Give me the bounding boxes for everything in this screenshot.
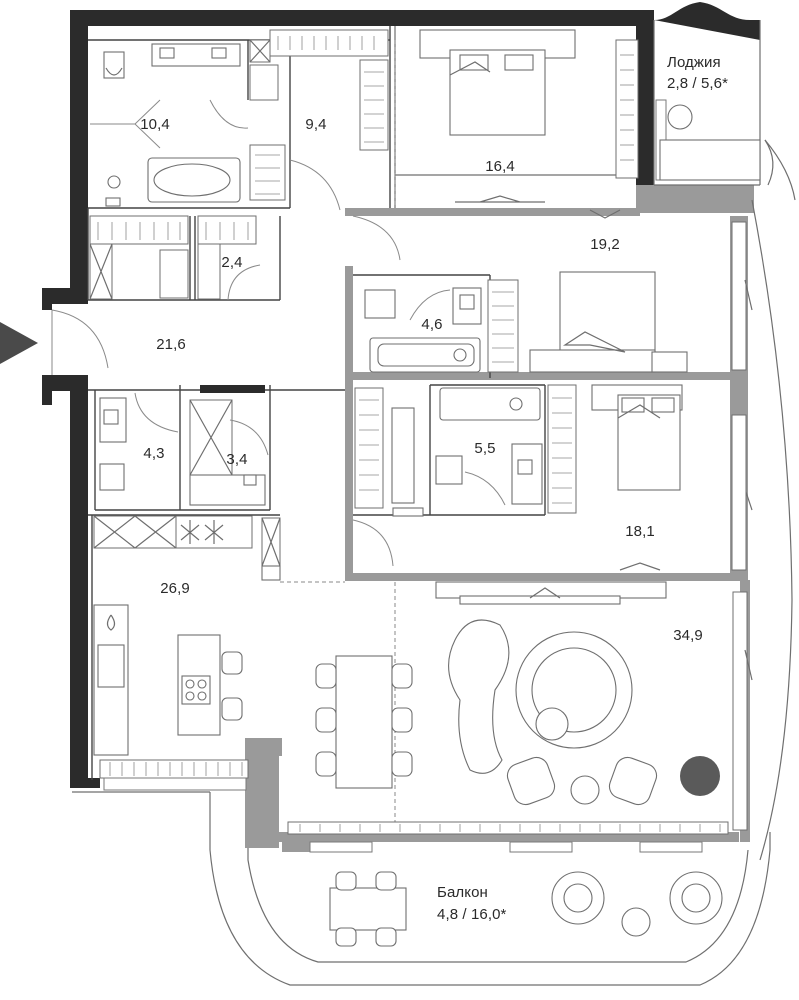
- dining-set: [315, 655, 413, 789]
- room-area-kitchen: 26,9: [160, 580, 190, 597]
- loggia-area: [653, 2, 774, 186]
- room-area-hall: 21,6: [156, 336, 186, 353]
- room-area-living: 34,9: [673, 627, 703, 644]
- right-facade: [751, 139, 796, 861]
- room-area-bathroom-3: 5,5: [474, 440, 496, 457]
- room-area-wc: 4,3: [143, 445, 165, 462]
- room-area-laundry: 3,4: [226, 451, 248, 468]
- living-furniture: [287, 581, 753, 835]
- room-area-storage-1: 2,4: [221, 254, 243, 271]
- dressing-1-fixtures: [209, 29, 389, 211]
- room-area-loggia: 2,8 / 5,6*: [667, 75, 729, 92]
- room-area-bedroom-2: 19,2: [590, 236, 620, 253]
- room-area-bedroom-3: 18,1: [625, 523, 655, 540]
- room-area-balcony: 4,8 / 16,0*: [437, 906, 507, 923]
- laundry-fixtures: [189, 385, 269, 506]
- zone-lines: [280, 40, 396, 832]
- entrance-door: [51, 309, 109, 375]
- partitions: [245, 185, 754, 852]
- outer-walls: [42, 10, 654, 788]
- bedroom-2-furniture: [529, 209, 753, 511]
- room-area-bathroom-2: 4,6: [421, 316, 443, 333]
- balcony-name: Балкон: [437, 884, 488, 901]
- bathroom-3-fixtures: [354, 387, 543, 517]
- bathroom-1-fixtures: [90, 43, 241, 207]
- bedroom-3-furniture: [352, 384, 747, 571]
- loggia-name: Лоджия: [667, 54, 721, 71]
- hangers-b: [364, 71, 384, 143]
- room-area-bathroom-1: 10,4: [140, 116, 170, 133]
- hall-door-to-bedroom: [352, 215, 401, 261]
- bathroom-2-fixtures: [364, 279, 519, 373]
- storage-closets: [89, 215, 261, 301]
- kitchen-furniture: [93, 515, 281, 791]
- bedroom-1-furniture: [419, 29, 639, 203]
- room-area-dressing-1: 9,4: [305, 116, 327, 133]
- hangers-a: [277, 36, 375, 50]
- wc-fixtures: [99, 392, 179, 491]
- balcony-area: [72, 791, 771, 986]
- room-area-bedroom-1: 16,4: [485, 158, 515, 175]
- entrance-arrow-icon: [0, 322, 38, 364]
